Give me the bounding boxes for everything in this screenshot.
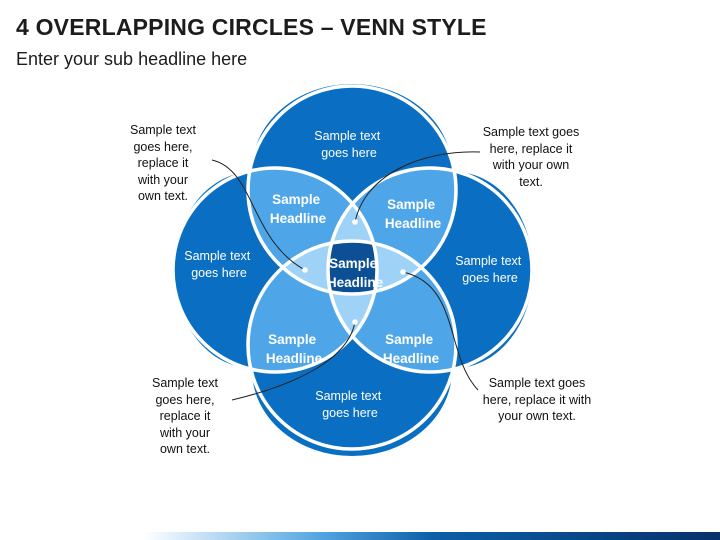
headline-top-right: Sample Headline — [385, 197, 442, 231]
circle-left-text: Sample text goes here — [184, 249, 254, 280]
circle-top-text: Sample text goes here — [314, 129, 384, 160]
circle-bottom-text: Sample text goes here — [315, 389, 385, 420]
note-bottom-left: Sample text goes here, replace it with y… — [151, 376, 218, 456]
page-subtitle: Enter your sub headline here — [16, 49, 248, 69]
circle-right-text: Sample text goes here — [455, 254, 525, 285]
page-title: 4 OVERLAPPING CIRCLES – VENN STYLE — [16, 14, 487, 40]
footer-bar — [0, 532, 720, 540]
connector-lines — [211, 151, 481, 401]
connector-dots — [302, 219, 406, 325]
headline-bottom-right: Sample Headline — [383, 332, 440, 366]
note-top-right: Sample text goes here, replace it with y… — [482, 125, 580, 189]
headline-top-left: Sample Headline — [270, 192, 327, 226]
circle-outlines — [171, 84, 534, 451]
connector-top-left — [211, 159, 306, 271]
connector-bottom-right — [402, 271, 479, 391]
headline-bottom-left: Sample Headline — [266, 332, 323, 366]
connector-bottom-left — [231, 321, 356, 401]
headline-center: Sample Headline — [327, 256, 384, 290]
note-bottom-right: Sample text goes here, replace it with y… — [482, 376, 592, 423]
connector-top-right — [354, 151, 481, 223]
note-top-left: Sample text goes here, replace it with y… — [129, 123, 196, 203]
